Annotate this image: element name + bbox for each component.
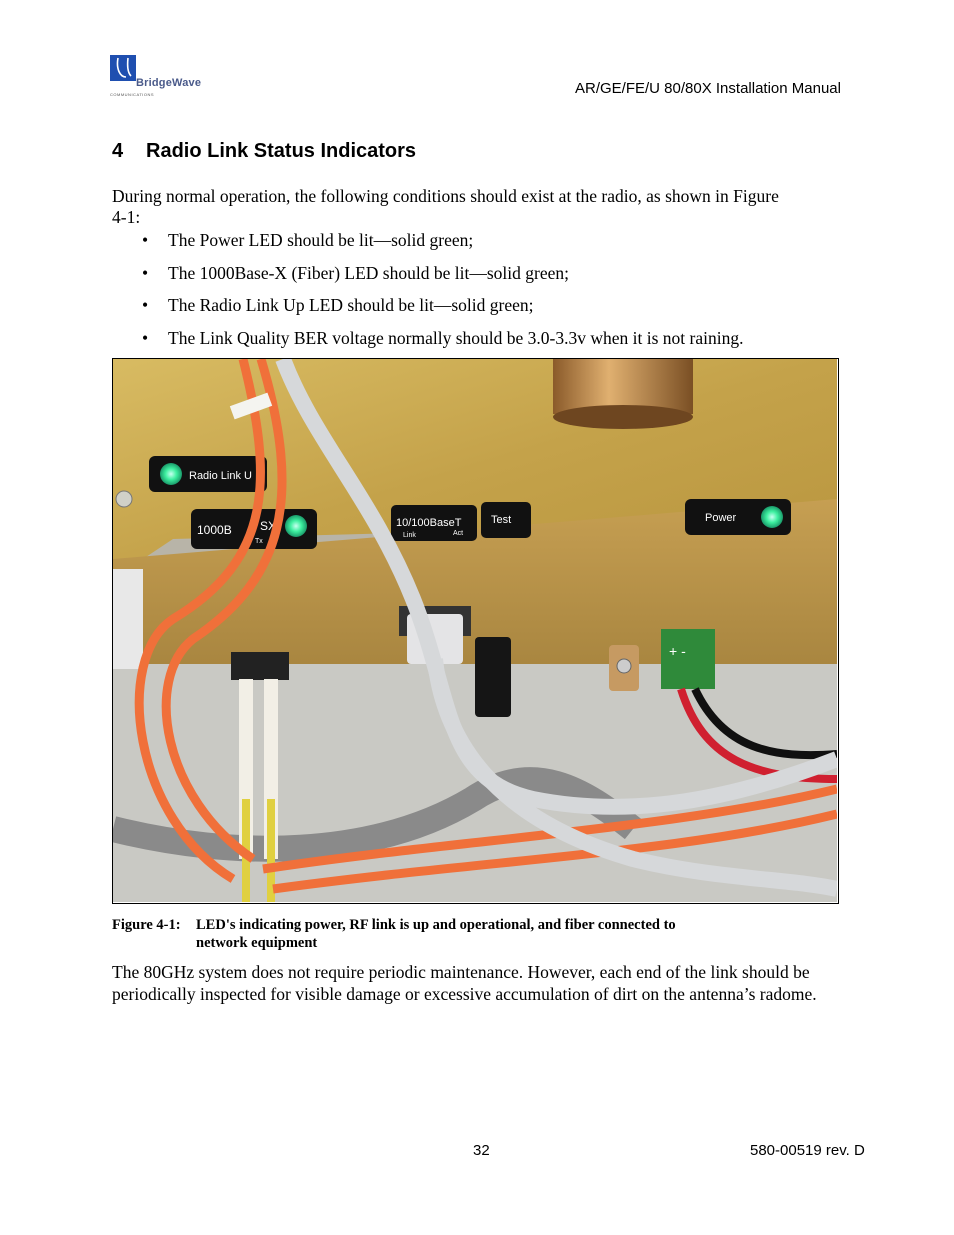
- list-item: • The Power LED should be lit—solid green…: [112, 229, 872, 262]
- radio-link-led-icon: [160, 463, 182, 485]
- bullet-icon: •: [142, 230, 149, 250]
- bullet-icon: •: [142, 327, 149, 348]
- manual-title: AR/GE/FE/U 80/80X Installation Manual: [575, 80, 841, 97]
- document-revision: 580-00519 rev. D: [750, 1142, 865, 1159]
- power-label: Power: [705, 512, 737, 524]
- list-item: • The Radio Link Up LED should be lit—sol…: [112, 294, 872, 327]
- ethernet-label: 10/100BaseT: [396, 517, 462, 529]
- figure-label: Figure 4-1:: [112, 917, 181, 933]
- section-title: Radio Link Status Indicators: [146, 140, 417, 162]
- list-item: • The Link Quality BER voltage normally s…: [112, 327, 872, 360]
- intro-paragraph: During normal operation, the following c…: [112, 186, 779, 227]
- fiber-led-icon: [285, 515, 307, 537]
- ethernet-act-label: Act: [453, 530, 463, 537]
- condition-list: • The Power LED should be lit—solid green…: [112, 229, 872, 359]
- list-item: • The 1000Base-X (Fiber) LED should be li…: [112, 262, 872, 295]
- ethernet-link-label: Link: [403, 532, 416, 539]
- fiber-tx-label: Tx: [255, 538, 263, 545]
- list-item-text: The Radio Link Up LED should be lit—soli…: [168, 295, 534, 315]
- list-item-text: The Power LED should be lit—solid green;: [168, 230, 474, 250]
- chassis-front: [113, 499, 837, 664]
- section-number: 4: [112, 140, 124, 162]
- logo-mark-icon: [110, 55, 136, 81]
- caption-line-1: LED's indicating power, RF link is up an…: [196, 917, 676, 933]
- fiber-label: 1000B: [197, 523, 232, 537]
- logo-text: BridgeWave: [136, 77, 202, 89]
- power-led-icon: [761, 506, 783, 528]
- figure-caption: Figure 4-1: LED's indicating power, RF li…: [112, 916, 676, 952]
- page-number: 32: [473, 1142, 490, 1159]
- caption-line-2: network equipment: [196, 935, 318, 951]
- section-heading: 4 Radio Link Status Indicators: [112, 140, 416, 163]
- logo-subtext: COMMUNICATIONS: [110, 92, 155, 97]
- list-item-text: The Link Quality BER voltage normally sh…: [168, 327, 744, 348]
- bullet-icon: •: [142, 295, 149, 315]
- test-label: Test: [491, 514, 511, 526]
- bridgewave-logo: BridgeWave COMMUNICATIONS: [110, 55, 210, 100]
- radio-link-label: Radio Link U: [189, 470, 252, 482]
- list-item-text: The 1000Base-X (Fiber) LED should be lit…: [168, 262, 569, 283]
- figure-photo: Radio Link U 1000B SX Tx 10/100BaseT Lin…: [112, 358, 839, 904]
- terminal-label: + -: [669, 643, 686, 659]
- maintenance-paragraph: The 80GHz system does not require period…: [112, 962, 817, 1004]
- bullet-icon: •: [142, 262, 149, 283]
